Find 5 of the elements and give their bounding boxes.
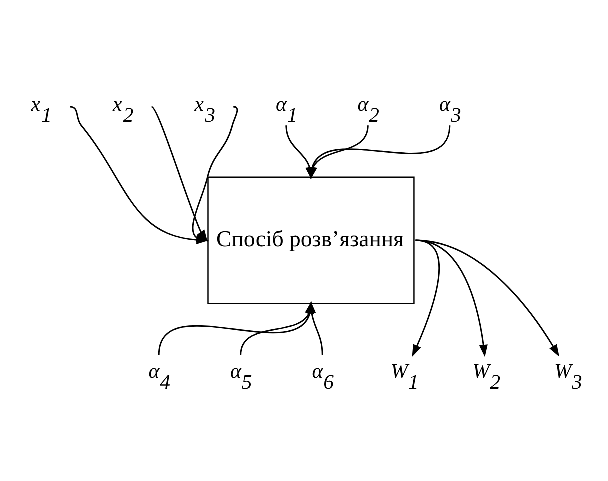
arrow [415,240,559,358]
arrow [307,301,323,356]
arrow [415,240,488,358]
arrow [412,240,440,358]
node-box: Спосіб розв’язання [207,176,414,304]
